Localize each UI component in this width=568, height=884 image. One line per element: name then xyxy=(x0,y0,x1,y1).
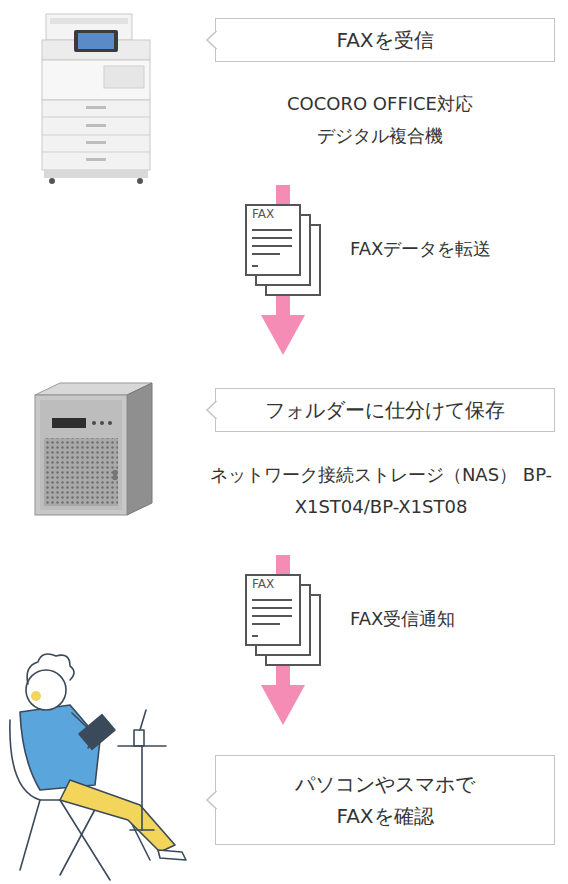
device-label: ネットワーク接続ストレージ（NAS） BP-X1ST04/BP-X1ST08 xyxy=(200,459,562,522)
arrow-head xyxy=(261,315,305,355)
document-icon xyxy=(246,575,320,665)
document-tag: FAX xyxy=(252,577,274,591)
document-tag: FAX xyxy=(252,207,274,221)
callout-text: フォルダーに仕分けて保存 xyxy=(225,394,545,426)
arrow-stem xyxy=(276,555,290,686)
nas-illustration xyxy=(35,383,152,515)
edge-label: FAX受信通知 xyxy=(350,607,455,631)
stage-node: FAXを受信 COCORO OFFICE対応 デジタル複合機 xyxy=(0,0,568,185)
callout-pointer xyxy=(205,30,217,50)
stage-node: フォルダーに仕分けて保存ネットワーク接続ストレージ（NAS） BP-X1ST04… xyxy=(0,355,568,555)
callout-box: フォルダーに仕分けて保存 xyxy=(215,388,555,432)
copier-illustration xyxy=(42,14,150,184)
edge-label: FAXデータを転送 xyxy=(350,237,491,261)
callout-pointer xyxy=(205,400,217,420)
person-illustration xyxy=(10,654,186,880)
callout-box: パソコンやスマホで FAXを確認 xyxy=(215,755,555,845)
stage-node: パソコンやスマホで FAXを確認 xyxy=(0,725,568,884)
document-icon xyxy=(246,205,320,295)
callout-text: FAXを受信 xyxy=(225,24,545,56)
device-label: COCORO OFFICE対応 デジタル複合機 xyxy=(240,88,520,151)
callout-box: FAXを受信 xyxy=(215,18,555,62)
callout-pointer xyxy=(205,790,217,810)
arrow-stem xyxy=(276,185,290,316)
arrow-head xyxy=(261,685,305,725)
callout-text: パソコンやスマホで FAXを確認 xyxy=(265,768,505,832)
